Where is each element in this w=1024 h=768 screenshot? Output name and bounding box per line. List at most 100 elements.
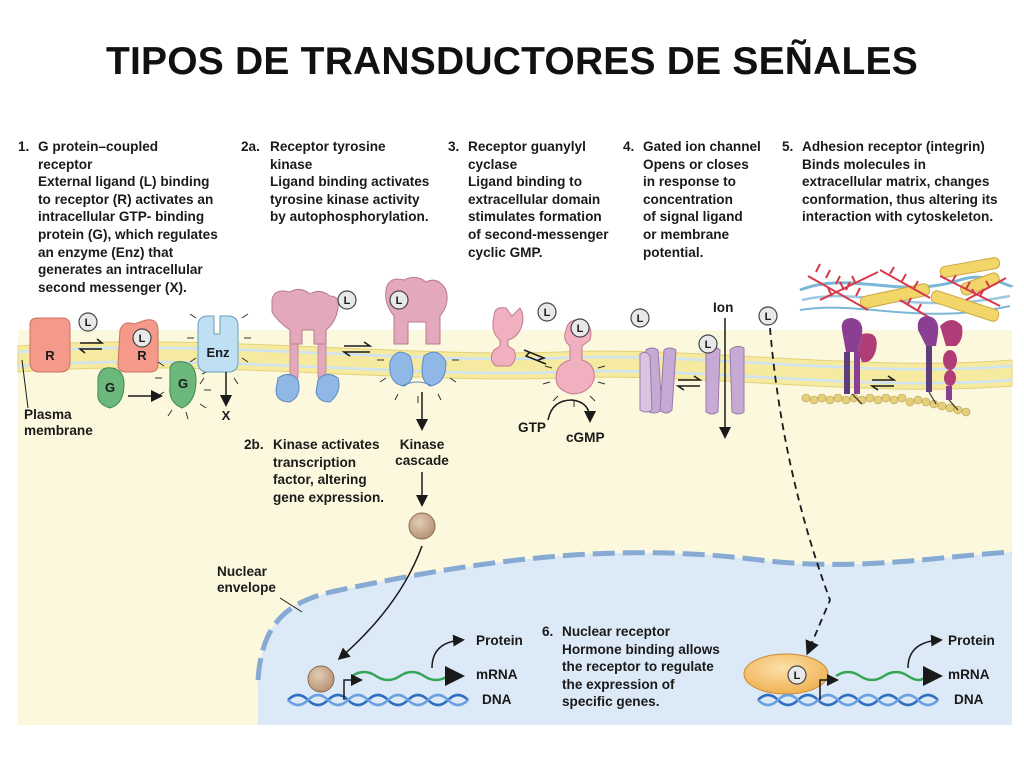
g-label-1: G: [105, 380, 115, 395]
equilibrium-arrows-2: [341, 341, 373, 357]
mrna-left: [351, 670, 449, 682]
page-title: TIPOS DE TRANSDUCTORES DE SEÑALES: [106, 40, 918, 83]
section-4-body-line-4: of signal ligand: [643, 209, 743, 225]
dna-label-left: DNA: [482, 692, 512, 707]
section-1-number: 1.: [18, 139, 30, 154]
dna-right: [757, 693, 939, 707]
guanylyl-rays: [542, 365, 606, 407]
kinase-cascade-label-line-2: cascade: [395, 453, 449, 468]
equilibrium-arrows-4: [675, 375, 703, 391]
section-3-body-line-3: stimulates formation: [468, 209, 602, 225]
section-2a-body-line-2: tyrosine kinase activity: [270, 191, 420, 207]
section-2a-body-line-1: Ligand binding activates: [270, 174, 430, 190]
tf-import-arrow: [337, 545, 423, 660]
ligand-circles: [78, 290, 778, 354]
section-6-text: 6. Nuclear receptor Hormone binding allo…: [542, 623, 720, 711]
integrin-bent: [841, 318, 877, 394]
section-2b-body-line-2: transcription: [273, 454, 357, 470]
ion-channel-closed: [639, 347, 677, 414]
protein-label-left: Protein: [476, 633, 523, 648]
rtk-inactive: [271, 288, 340, 403]
hormone-path: [769, 327, 831, 656]
enzyme: [197, 315, 239, 373]
svg-text:L: L: [765, 311, 772, 323]
equilibrium-arrows-3: [523, 349, 547, 365]
plasma-membrane-label-line-1: Plasma: [24, 407, 72, 422]
svg-text:L: L: [396, 295, 403, 307]
mrna-label-left: mRNA: [476, 667, 518, 682]
section-4-body-line-1: Opens or closes: [643, 156, 749, 172]
section-1-body-line-3: intracellular GTP- binding: [38, 209, 205, 225]
section-1-body-line-7: second messenger (X).: [38, 279, 187, 295]
section-4-body-line-5: or membrane: [643, 226, 730, 242]
section-6-body-line-3: the expression of: [562, 676, 675, 692]
ligand-labels: L L L L L L L L L: [85, 295, 772, 351]
section-2a-heading-line-2: kinase: [270, 156, 313, 172]
plasma-membrane-label: Plasma membrane: [24, 407, 93, 439]
svg-text:L: L: [577, 323, 584, 335]
section-6-body-line-1: Hormone binding allows: [562, 641, 720, 657]
nuclear-envelope-label-line-2: envelope: [217, 580, 276, 595]
section-3-heading-line-1: Receptor guanylyl: [468, 139, 586, 154]
receptor-label-1: R: [45, 348, 55, 363]
transcription-factor-ball: [408, 512, 436, 540]
svg-text:L: L: [705, 339, 712, 351]
section-3-body-line-2: extracellular domain: [468, 191, 601, 207]
tf-on-dna: [307, 665, 335, 693]
receptor-label-2: R: [137, 348, 147, 363]
section-6-body-line-2: the receptor to regulate: [562, 659, 714, 675]
section-6-heading-line-1: Nuclear receptor: [562, 624, 671, 639]
section-3-body-line-1: Ligand binding to: [468, 174, 583, 190]
equilibrium-arrows-5: [869, 375, 897, 391]
transcription-start-left: [343, 674, 363, 700]
svg-text:L: L: [344, 295, 351, 307]
section-1-body-line-6: generates an intracellular: [38, 262, 203, 278]
enz-label: Enz: [206, 345, 230, 360]
section-4-body-line-3: concentration: [643, 191, 733, 207]
plasma-membrane-pointer: [21, 359, 29, 409]
section-2b-body-line-3: factor, altering: [273, 472, 367, 488]
kinase-cascade-label: Kinase cascade: [392, 437, 452, 469]
cgmp-label: cGMP: [566, 430, 605, 445]
section-2a-body-line-3: by autophosphorylation.: [270, 209, 429, 225]
svg-text:L: L: [637, 313, 644, 325]
extracellular-matrix: [799, 257, 1014, 322]
translation-arrow-left: [431, 634, 465, 669]
svg-text:L: L: [85, 317, 92, 329]
gpcr-inactive: [29, 317, 71, 373]
ion-channel-open: [705, 345, 745, 415]
section-5-body-line-3: conformation, thus altering its: [802, 191, 998, 207]
section-3-number: 3.: [448, 139, 460, 154]
section-3-body-line-4: of second-messenger: [468, 226, 609, 242]
section-1-text: 1. G protein–coupled receptor External l…: [18, 138, 218, 296]
nr-ligand-label: L: [794, 670, 801, 682]
section-3-text: 3. Receptor guanylyl cyclase Ligand bind…: [448, 138, 609, 261]
section-4-text: 4. Gated ion channel Opens or closes in …: [623, 138, 761, 261]
section-6-body-line-4: specific genes.: [562, 694, 660, 710]
svg-text:L: L: [139, 333, 146, 345]
equilibrium-arrows-1: [77, 338, 105, 354]
section-5-body-line-1: Binds molecules in: [802, 156, 926, 172]
x-label: X: [222, 408, 231, 423]
section-2b-body-line-1: Kinase activates: [273, 437, 380, 452]
translation-arrow-right: [907, 634, 943, 669]
section-2b-text: 2b. Kinase activates transcription facto…: [244, 436, 385, 506]
section-1-body-line-4: protein (G), which regulates: [38, 226, 218, 242]
gtp-label: GTP: [518, 420, 546, 435]
nuclear-envelope-label: Nuclear envelope: [217, 564, 276, 596]
section-6-number: 6.: [542, 624, 554, 639]
section-2b-body-line-4: gene expression.: [273, 489, 385, 505]
section-1-body-line-1: External ligand (L) binding: [38, 174, 210, 190]
transcription-start-right: [819, 674, 839, 700]
section-2a-number: 2a.: [241, 139, 260, 154]
section-1-heading-line-1: G protein–coupled: [38, 139, 159, 154]
nuclear-envelope-pointer: [279, 597, 303, 613]
section-1-body-line-2: to receptor (R) activates an: [38, 191, 214, 207]
section-3-body-line-5: cyclic GMP.: [468, 244, 543, 260]
section-4-body-line-6: potential.: [643, 244, 704, 260]
section-2a-heading-line-1: Receptor tyrosine: [270, 139, 386, 154]
section-1-body-line-5: an enzyme (Enz) that: [38, 244, 174, 260]
g-protein-inactive: [97, 367, 125, 409]
section-5-heading-line-1: Adhesion receptor (integrin): [802, 139, 985, 154]
